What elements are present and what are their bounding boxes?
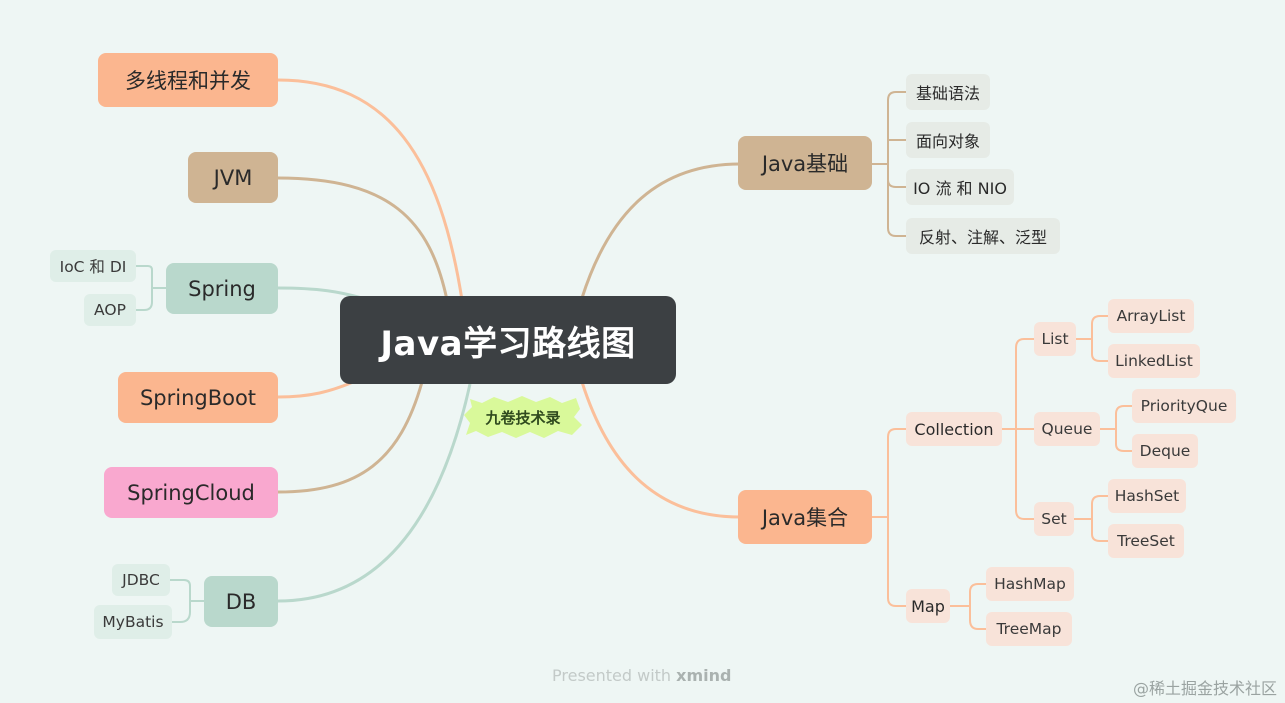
link-concurrency [277,78,464,301]
footer-prefix: Presented with [552,666,672,685]
topic-springcloud[interactable]: SpringCloud [104,467,278,518]
watermark-badge: 九卷技术录 [462,395,584,439]
topic-set[interactable]: Set [1034,502,1074,536]
topic-concurrency[interactable]: 多线程和并发 [98,53,278,107]
link-basics [580,162,741,299]
link-collections [580,381,741,519]
topic-map[interactable]: Map [906,589,950,623]
link-db [277,383,472,603]
topic-ioc-di[interactable]: IoC 和 DI [50,250,136,282]
badge-shape-icon [464,396,582,438]
topic-spring[interactable]: Spring [166,263,278,314]
topic-hashset[interactable]: HashSet [1108,479,1186,513]
topic-list[interactable]: List [1034,322,1076,356]
link-jvm [277,176,449,301]
topic-hashmap[interactable]: HashMap [986,567,1074,601]
topic-java-collections[interactable]: Java集合 [738,490,872,544]
topic-aop[interactable]: AOP [84,294,136,326]
badge-label: 九卷技术录 [485,408,561,427]
topic-queue[interactable]: Queue [1034,412,1100,446]
site-watermark: @稀土掘金技术社区 [1132,679,1277,698]
topic-io-nio[interactable]: IO 流 和 NIO [906,169,1014,205]
topic-reflection[interactable]: 反射、注解、泛型 [906,218,1060,254]
root-topic[interactable]: Java学习路线图 [340,296,676,384]
topic-deque[interactable]: Deque [1132,434,1198,468]
topic-basic-syntax[interactable]: 基础语法 [906,74,990,110]
topic-mybatis[interactable]: MyBatis [94,605,172,639]
topic-treemap[interactable]: TreeMap [986,612,1072,646]
topic-linkedlist[interactable]: LinkedList [1108,344,1200,378]
topic-jvm[interactable]: JVM [188,152,278,203]
topic-springboot[interactable]: SpringBoot [118,372,278,423]
topic-priorityqueue[interactable]: PriorityQue [1132,389,1236,423]
link-springcloud [277,381,424,494]
topic-treeset[interactable]: TreeSet [1108,524,1184,558]
topic-oop[interactable]: 面向对象 [906,122,990,158]
topic-db[interactable]: DB [204,576,278,627]
topic-collection[interactable]: Collection [906,412,1002,446]
topic-java-basics[interactable]: Java基础 [738,136,872,190]
topic-arraylist[interactable]: ArrayList [1108,299,1194,333]
presented-with-footer: Presented with xmind [552,666,731,685]
topic-jdbc[interactable]: JDBC [112,564,170,596]
footer-brand: xmind [676,666,732,685]
